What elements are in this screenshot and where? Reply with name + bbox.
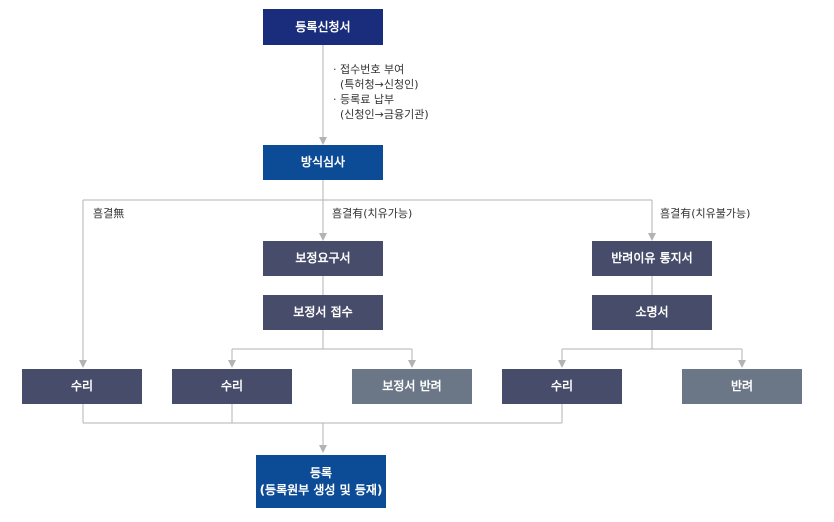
node-label: 보정서 반려	[382, 379, 442, 393]
node-formality-exam: 방식심사	[263, 145, 383, 180]
node-accept-1: 수리	[22, 369, 142, 404]
note-line: (신청인→금융기관)	[340, 108, 429, 121]
node-amendment-receipt: 보정서 접수	[263, 295, 383, 330]
node-label: 보정서 접수	[293, 305, 353, 319]
note-line: · 접수번호 부여	[333, 63, 405, 76]
note-line: · 등록료 납부	[333, 93, 395, 106]
node-accept-2: 수리	[172, 369, 292, 404]
branch-label-curable-defect: 흠결有(치유가능)	[332, 207, 413, 220]
node-label: 방식심사	[300, 155, 346, 169]
node-label: 수리	[220, 379, 244, 393]
node-label: 보정요구서	[295, 251, 351, 265]
process-notes: · 접수번호 부여 (특허청→신청인) · 등록료 납부 (신청인→금융기관)	[333, 62, 429, 122]
node-rejection-notice: 반려이유 통지서	[592, 241, 712, 276]
node-title: 등록	[309, 465, 333, 480]
node-label: 수리	[70, 379, 94, 393]
node-subtitle: (등록원부 생성 및 등재)	[259, 482, 383, 497]
branch-label-incurable-defect: 흠결有(치유불가능)	[660, 207, 751, 220]
node-registration-application: 등록신청서	[263, 9, 383, 45]
branch-label-no-defect: 흠결無	[93, 207, 125, 220]
node-amendment-rejected: 보정서 반려	[352, 369, 472, 404]
node-amendment-request: 보정요구서	[263, 241, 383, 276]
node-label: 반려	[730, 379, 754, 393]
node-explanation: 소명서	[592, 295, 712, 330]
node-label: 수리	[550, 379, 574, 393]
node-registration: 등록 (등록원부 생성 및 등재)	[256, 455, 386, 508]
node-label: 반려이유 통지서	[611, 251, 693, 265]
node-rejected: 반려	[682, 369, 802, 404]
node-accept-3: 수리	[502, 369, 622, 404]
node-label: 소명서	[635, 305, 669, 319]
node-label: 등록신청서	[295, 19, 351, 34]
note-line: (특허청→신청인)	[340, 78, 419, 91]
